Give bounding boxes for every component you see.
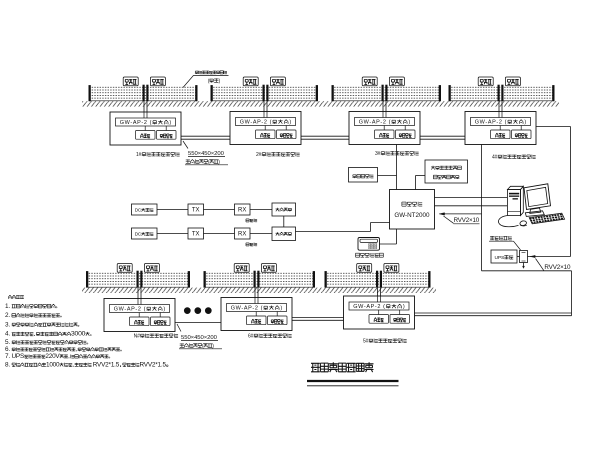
- svg-text:550×450×200: 550×450×200: [188, 151, 225, 157]
- svg-text:): ): [218, 159, 220, 165]
- svg-text:UPS: UPS: [494, 255, 504, 261]
- svg-text:3000: 3000: [71, 331, 86, 338]
- svg-text:): ): [212, 343, 214, 349]
- svg-text:1#: 1#: [136, 152, 142, 158]
- svg-text:GW-AP-2 (: GW-AP-2 (: [475, 120, 507, 126]
- svg-text:GW-AP-2 (: GW-AP-2 (: [231, 306, 263, 312]
- svg-text:GW-AP-2 (: GW-AP-2 (: [120, 120, 152, 126]
- svg-text:GW-AP-2 (: GW-AP-2 (: [240, 120, 272, 126]
- svg-text:RVV2×10: RVV2×10: [544, 264, 571, 271]
- svg-text:): ): [219, 78, 221, 84]
- svg-text:): ): [169, 120, 171, 126]
- svg-text:3#: 3#: [375, 151, 381, 157]
- svg-text:): ): [280, 306, 282, 312]
- svg-text:RVV2×10: RVV2×10: [454, 217, 480, 224]
- svg-text:(: (: [202, 343, 204, 349]
- svg-text:TX: TX: [192, 232, 200, 238]
- svg-text:1.: 1.: [5, 303, 12, 310]
- svg-text:): ): [408, 120, 410, 126]
- svg-text:): ): [289, 120, 291, 126]
- svg-text:): ): [163, 307, 165, 313]
- svg-text:(: (: [208, 78, 210, 84]
- svg-text:2#: 2#: [256, 152, 262, 158]
- svg-text:RX: RX: [238, 232, 246, 238]
- svg-text:GW-AP-2 (: GW-AP-2 (: [114, 307, 146, 313]
- svg-text:RVV2*1.5: RVV2*1.5: [139, 361, 166, 368]
- svg-text:220V: 220V: [45, 353, 60, 360]
- svg-text:8.: 8.: [5, 361, 12, 368]
- svg-text:DC: DC: [135, 208, 142, 213]
- svg-text:5#: 5#: [363, 339, 369, 345]
- svg-text:6#: 6#: [248, 334, 254, 340]
- svg-text:N#: N#: [134, 334, 141, 340]
- svg-text:GW-NT2000: GW-NT2000: [394, 212, 430, 219]
- svg-text:UPS: UPS: [12, 353, 25, 360]
- svg-text:): ): [524, 120, 526, 126]
- svg-text:550×450×200: 550×450×200: [181, 335, 218, 341]
- svg-text:5.: 5.: [5, 339, 12, 346]
- svg-text:DC: DC: [135, 232, 142, 237]
- svg-text:4.: 4.: [5, 331, 12, 338]
- svg-text:3.: 3.: [5, 321, 12, 328]
- svg-text:1000: 1000: [46, 361, 60, 368]
- svg-text:2.: 2.: [5, 312, 12, 319]
- svg-text:4#: 4#: [492, 155, 498, 161]
- svg-text:GW-AP-2 (: GW-AP-2 (: [353, 304, 385, 310]
- svg-text:6.: 6.: [5, 346, 12, 353]
- svg-text:RX: RX: [238, 208, 246, 214]
- svg-text:): ): [403, 304, 405, 310]
- svg-text:(: (: [208, 159, 210, 165]
- svg-text:RVV2*1.5: RVV2*1.5: [93, 361, 120, 368]
- svg-text:7.: 7.: [5, 353, 12, 360]
- svg-text:GW-AP-2 (: GW-AP-2 (: [359, 120, 391, 126]
- svg-text:TX: TX: [192, 208, 200, 214]
